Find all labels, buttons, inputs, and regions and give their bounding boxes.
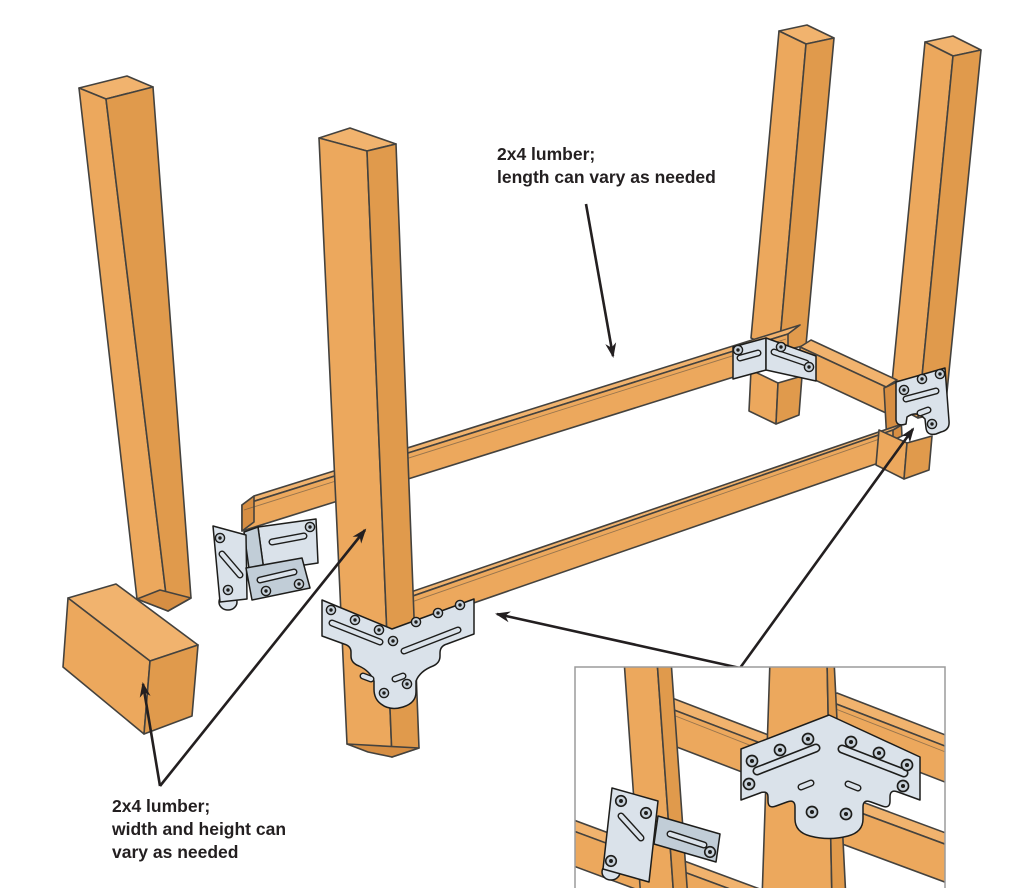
front-right-post-foot <box>875 429 933 480</box>
inset-corner-bracket <box>740 714 921 840</box>
arrow-post-callout <box>158 528 367 787</box>
rear-right-post <box>750 24 835 353</box>
callout-arrows <box>139 203 915 787</box>
arrow-detail-left <box>495 611 741 670</box>
arrow-top-callout <box>584 203 617 358</box>
corner-bracket-front <box>321 598 475 710</box>
rear-right-post-foot <box>748 369 803 425</box>
inset-border <box>574 666 946 888</box>
loose-post <box>78 75 192 612</box>
annotation-bottom-line3: vary as needed <box>112 842 238 862</box>
annotation-bottom: 2x4 lumber; width and height can vary as… <box>111 796 286 862</box>
annotation-bottom-line1: 2x4 lumber; <box>112 796 210 816</box>
annotation-bottom-line2: width and height can <box>111 819 286 839</box>
front-right-post <box>889 35 982 419</box>
inset-wrap-bracket <box>601 787 721 883</box>
corner-bracket-right <box>895 367 950 436</box>
loose-block <box>62 583 199 735</box>
bracket-assembly-left <box>212 518 319 611</box>
detail-inset <box>574 666 946 888</box>
front-left-post <box>318 127 420 758</box>
arrow-detail-right <box>738 427 915 669</box>
corner-bracket-rear <box>732 337 817 382</box>
annotation-top: 2x4 lumber; length can vary as needed <box>497 144 716 187</box>
annotation-top-line2: length can vary as needed <box>497 167 716 187</box>
annotation-top-line1: 2x4 lumber; <box>497 144 595 164</box>
arrow-block-callout <box>139 682 162 787</box>
